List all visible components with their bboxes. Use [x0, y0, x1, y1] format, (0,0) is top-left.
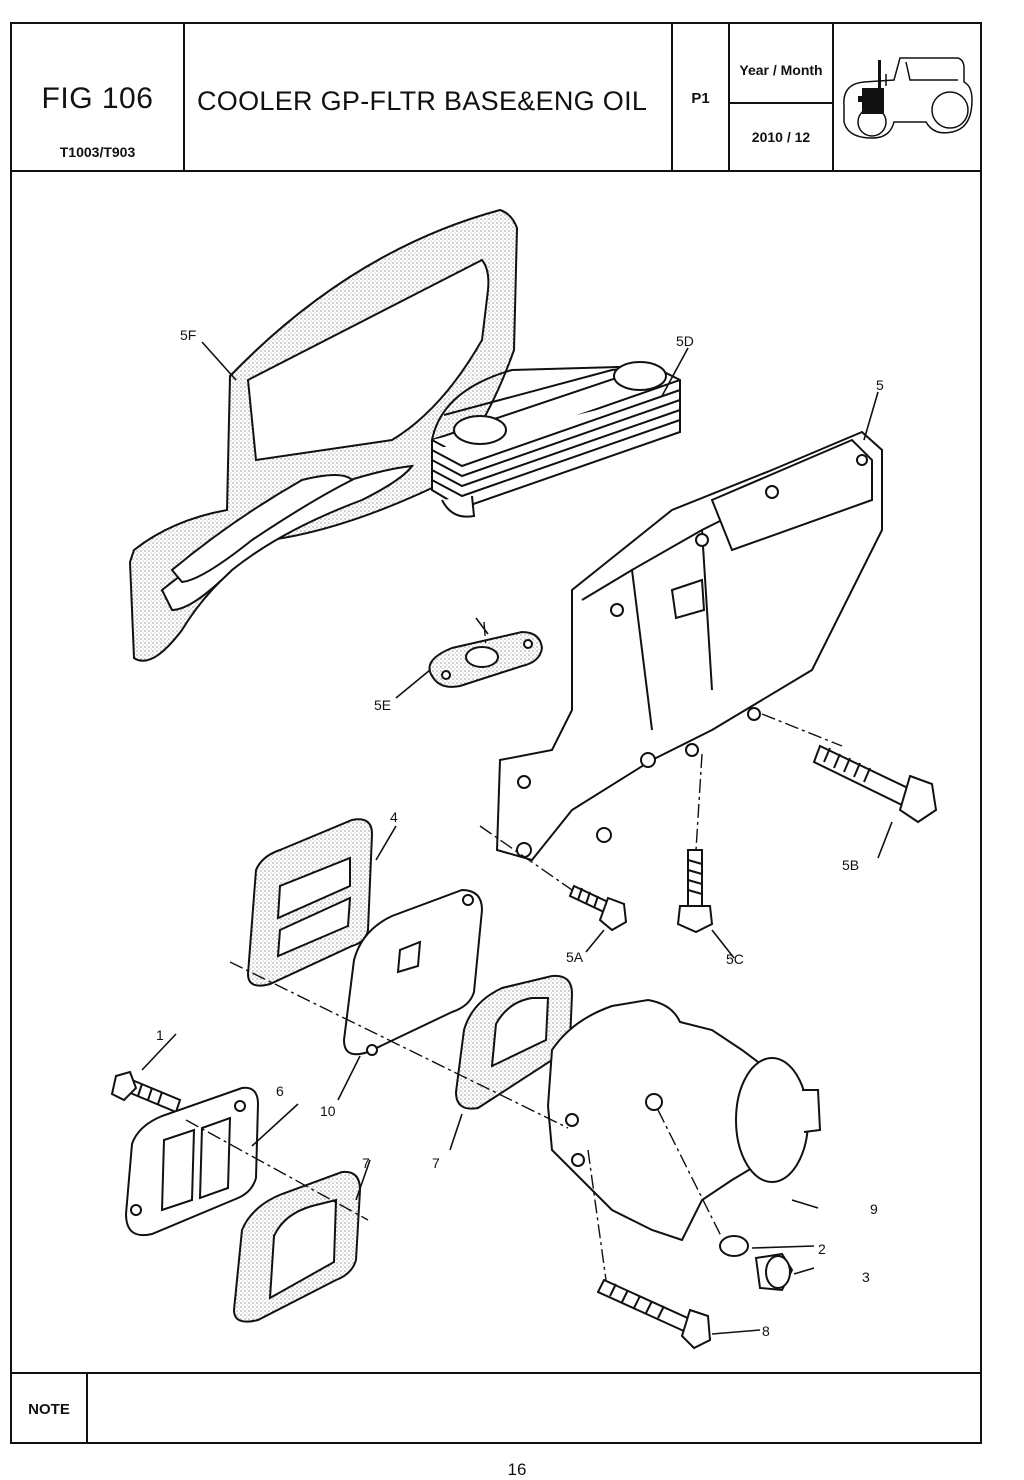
tractor-icon	[843, 57, 973, 139]
callout-5: 5	[876, 377, 884, 393]
fig-cell: FIG 106 T1003/T903	[12, 24, 185, 170]
callout-4: 4	[390, 809, 398, 825]
callout-7-upper: 7	[362, 1155, 370, 1171]
page-code: P1	[691, 90, 710, 107]
callout-10: 10	[320, 1103, 336, 1119]
note-row: NOTE	[12, 1372, 980, 1444]
bolt-8	[596, 1278, 712, 1350]
callout-5f: 5F	[180, 327, 196, 343]
callout-5a: 5A	[566, 949, 584, 965]
diagram-canvas: 5F 5D 5 5E 4 5B 5A 5C 1 6 10 7 7 9 2 3 8	[110, 208, 938, 1350]
gasket-7-middle	[454, 974, 574, 1110]
filter-base-5	[495, 430, 883, 862]
washer-2	[719, 1235, 749, 1257]
callout-5e: 5E	[374, 697, 391, 713]
leader-lines	[141, 341, 893, 1335]
year-month-divider	[730, 102, 832, 104]
callout-7-middle: 7	[432, 1155, 440, 1171]
bolt-5a	[568, 884, 628, 932]
page-number: 16	[507, 1460, 527, 1479]
callout-3: 3	[862, 1269, 870, 1285]
note-label: NOTE	[12, 1374, 88, 1444]
callout-8: 8	[762, 1323, 770, 1339]
oil-pump-9	[546, 998, 822, 1242]
bolt-5c	[676, 849, 714, 934]
callout-5d: 5D	[676, 333, 694, 349]
gasket-4	[246, 818, 374, 987]
model-code: T1003/T903	[59, 144, 136, 160]
header-table: FIG 106 T1003/T903 COOLER GP-FLTR BASE&E…	[12, 24, 980, 172]
year-month-label: Year / Month	[739, 62, 823, 78]
center-lines	[185, 621, 843, 1281]
exploded-parts-diagram: 5F 5D 5 5E 4 5B 5A 5C 1 6 10 7 7 9 2 3 8	[12, 170, 980, 1370]
page-title: COOLER GP-FLTR BASE&ENG OIL	[197, 86, 648, 116]
plate-10	[342, 888, 484, 1056]
parts-sheet: FIG 106 T1003/T903 COOLER GP-FLTR BASE&E…	[10, 22, 982, 1444]
bolt-1	[110, 1070, 182, 1114]
fig-number: FIG 106	[41, 82, 154, 115]
thumbnail-cell	[834, 24, 980, 170]
plate-6	[124, 1086, 260, 1236]
oil-cooler-5d	[431, 361, 681, 518]
gasket-5f	[128, 208, 519, 662]
gasket-7-lower	[232, 1170, 362, 1323]
callout-2: 2	[818, 1241, 826, 1257]
callout-6: 6	[276, 1083, 284, 1099]
callout-5c: 5C	[726, 951, 744, 967]
bolt-5b	[812, 744, 938, 824]
year-month-value: 2010 / 12	[751, 129, 811, 145]
page-code-cell: P1	[673, 24, 730, 170]
callout-5b: 5B	[842, 857, 859, 873]
callout-1: 1	[156, 1027, 164, 1043]
gasket-5e	[428, 630, 544, 688]
callout-9: 9	[870, 1201, 878, 1217]
year-month-cell: Year / Month 2010 / 12	[730, 24, 834, 170]
title-cell: COOLER GP-FLTR BASE&ENG OIL	[185, 24, 673, 170]
plug-3	[754, 1252, 794, 1292]
